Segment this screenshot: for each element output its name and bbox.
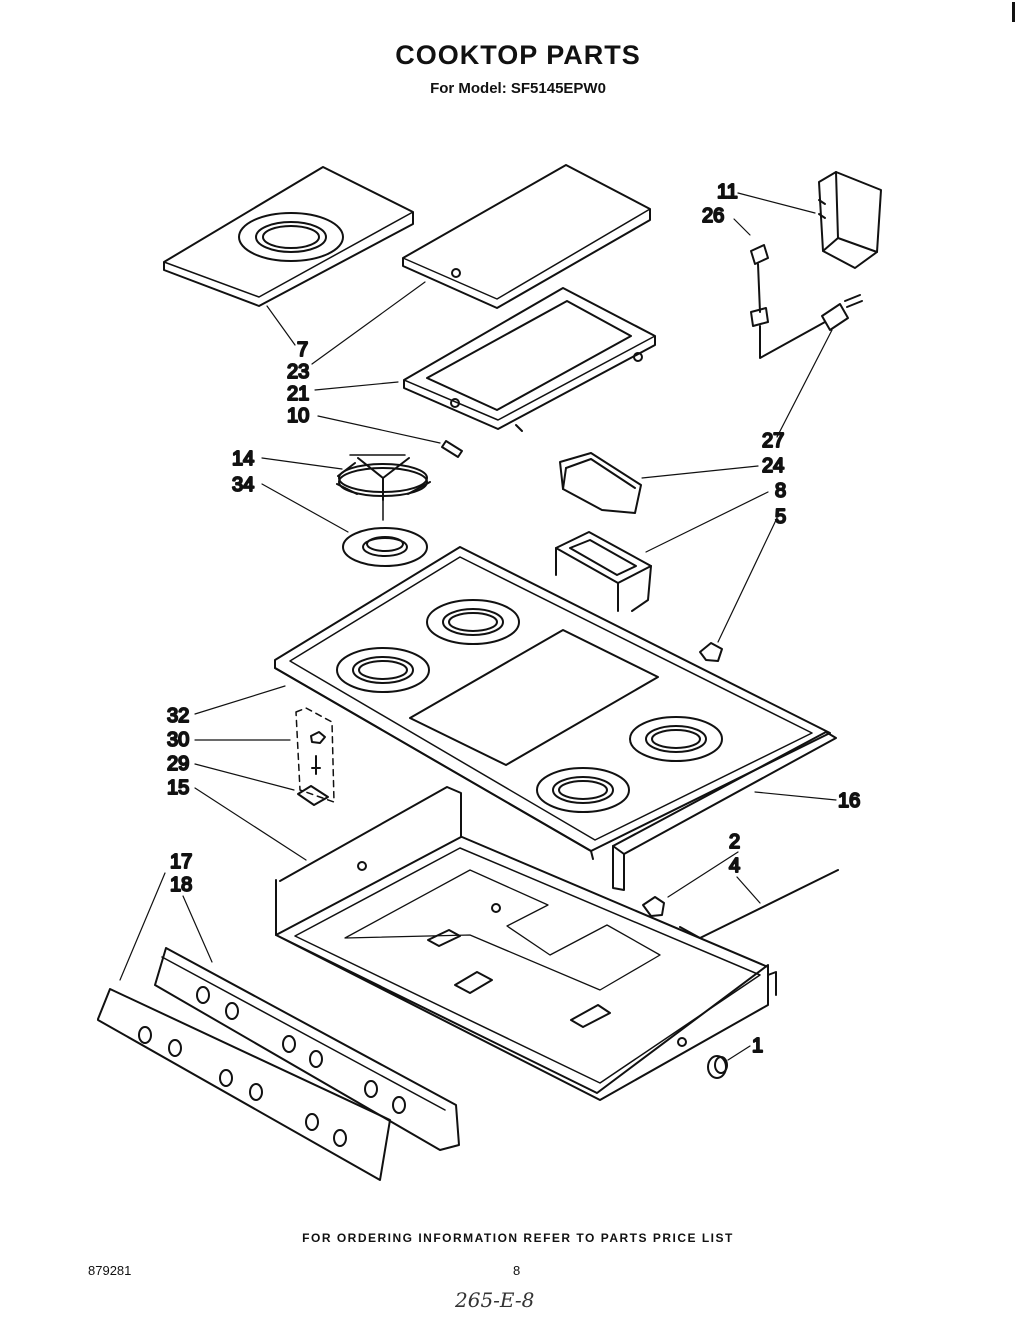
- callout-8: 8: [775, 480, 786, 502]
- ordering-note: FOR ORDERING INFORMATION REFER TO PARTS …: [302, 1231, 734, 1245]
- fastener-group: [295, 707, 335, 806]
- callout-2: 2: [729, 831, 740, 853]
- callout-17: 17: [170, 851, 192, 873]
- control-bracket: [818, 171, 882, 269]
- leader-lines: [119, 192, 837, 1061]
- callout-11: 11: [717, 181, 738, 203]
- callout-4: 4: [729, 855, 740, 877]
- burner-bowl-ring: [342, 527, 428, 567]
- callout-27: 27: [762, 430, 784, 452]
- cover-frame: [403, 287, 656, 432]
- callout-21: 21: [287, 383, 309, 405]
- document-number: 879281: [88, 1263, 132, 1278]
- handwritten-note: 265-E-8: [455, 1288, 535, 1312]
- callout-30: 30: [167, 729, 189, 751]
- page-number: 8: [513, 1263, 521, 1278]
- left-cover-panel: [163, 166, 414, 307]
- callout-7: 7: [297, 339, 308, 361]
- control-panel-front: [97, 988, 391, 1181]
- callout-18: 18: [170, 874, 192, 896]
- callout-24: 24: [762, 455, 784, 477]
- callout-14: 14: [232, 448, 254, 470]
- burner-box: [275, 786, 777, 1101]
- right-cover-panel: [402, 164, 651, 309]
- callout-1: 1: [752, 1035, 763, 1057]
- control-panel-back: [154, 947, 460, 1151]
- vent-frame-bracket: [555, 531, 652, 612]
- callout-23: 23: [287, 361, 309, 383]
- callout-26: 26: [702, 205, 724, 227]
- small-clip-part: [441, 440, 463, 458]
- main-cooktop: [274, 546, 831, 860]
- callout-10: 10: [287, 405, 309, 427]
- callout-29: 29: [167, 753, 189, 775]
- model-subtitle: For Model: SF5145EPW0: [430, 80, 606, 97]
- callout-34: 34: [232, 474, 254, 496]
- small-clip: [699, 642, 723, 662]
- page-edge-mark: [1012, 2, 1015, 22]
- page-title: COOKTOP PARTS: [395, 40, 641, 70]
- callout-5: 5: [775, 506, 786, 528]
- side-trim: [612, 731, 837, 891]
- callout-15: 15: [167, 777, 189, 799]
- callout-32: 32: [167, 705, 189, 727]
- small-box-part: [559, 452, 642, 514]
- switch-and-cord: [750, 244, 826, 359]
- callout-16: 16: [838, 790, 860, 812]
- burner-grate: [336, 454, 431, 501]
- cord-plug: [821, 294, 863, 331]
- control-knob: [707, 1055, 728, 1079]
